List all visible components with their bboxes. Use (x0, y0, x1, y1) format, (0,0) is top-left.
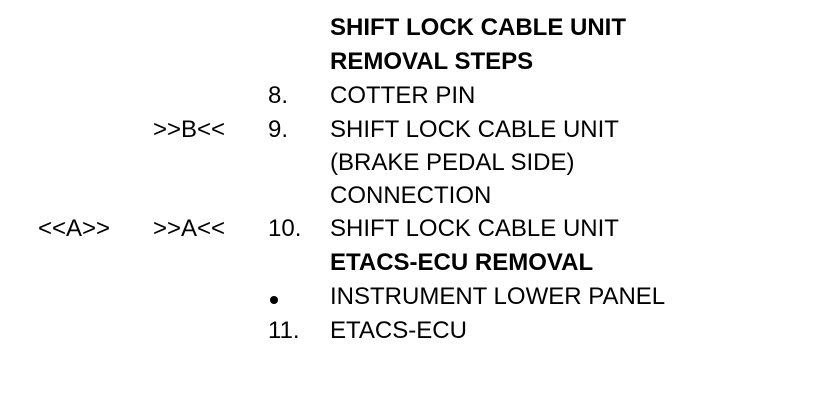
removal-reference: >>B<< (153, 116, 226, 143)
bullet-icon (270, 296, 278, 304)
installation-reference: <<A>> (38, 215, 111, 242)
step-text: ETACS-ECU (330, 317, 467, 344)
section-heading: ETACS-ECU REMOVAL (330, 249, 594, 276)
step-number: 8. (268, 82, 289, 109)
section-heading: SHIFT LOCK CABLE UNIT (330, 14, 626, 41)
step-number: 10. (268, 215, 302, 242)
removal-reference: >>A<< (153, 215, 226, 242)
step-number: 11. (268, 317, 300, 344)
step-text: CONNECTION (330, 182, 492, 209)
step-number: 9. (268, 116, 289, 143)
step-text: SHIFT LOCK CABLE UNIT (330, 215, 619, 242)
section-heading: REMOVAL STEPS (330, 48, 534, 75)
step-text: (BRAKE PEDAL SIDE) (330, 149, 575, 176)
step-text: COTTER PIN (330, 82, 476, 109)
step-text: SHIFT LOCK CABLE UNIT (330, 116, 619, 143)
step-text: INSTRUMENT LOWER PANEL (330, 283, 666, 310)
